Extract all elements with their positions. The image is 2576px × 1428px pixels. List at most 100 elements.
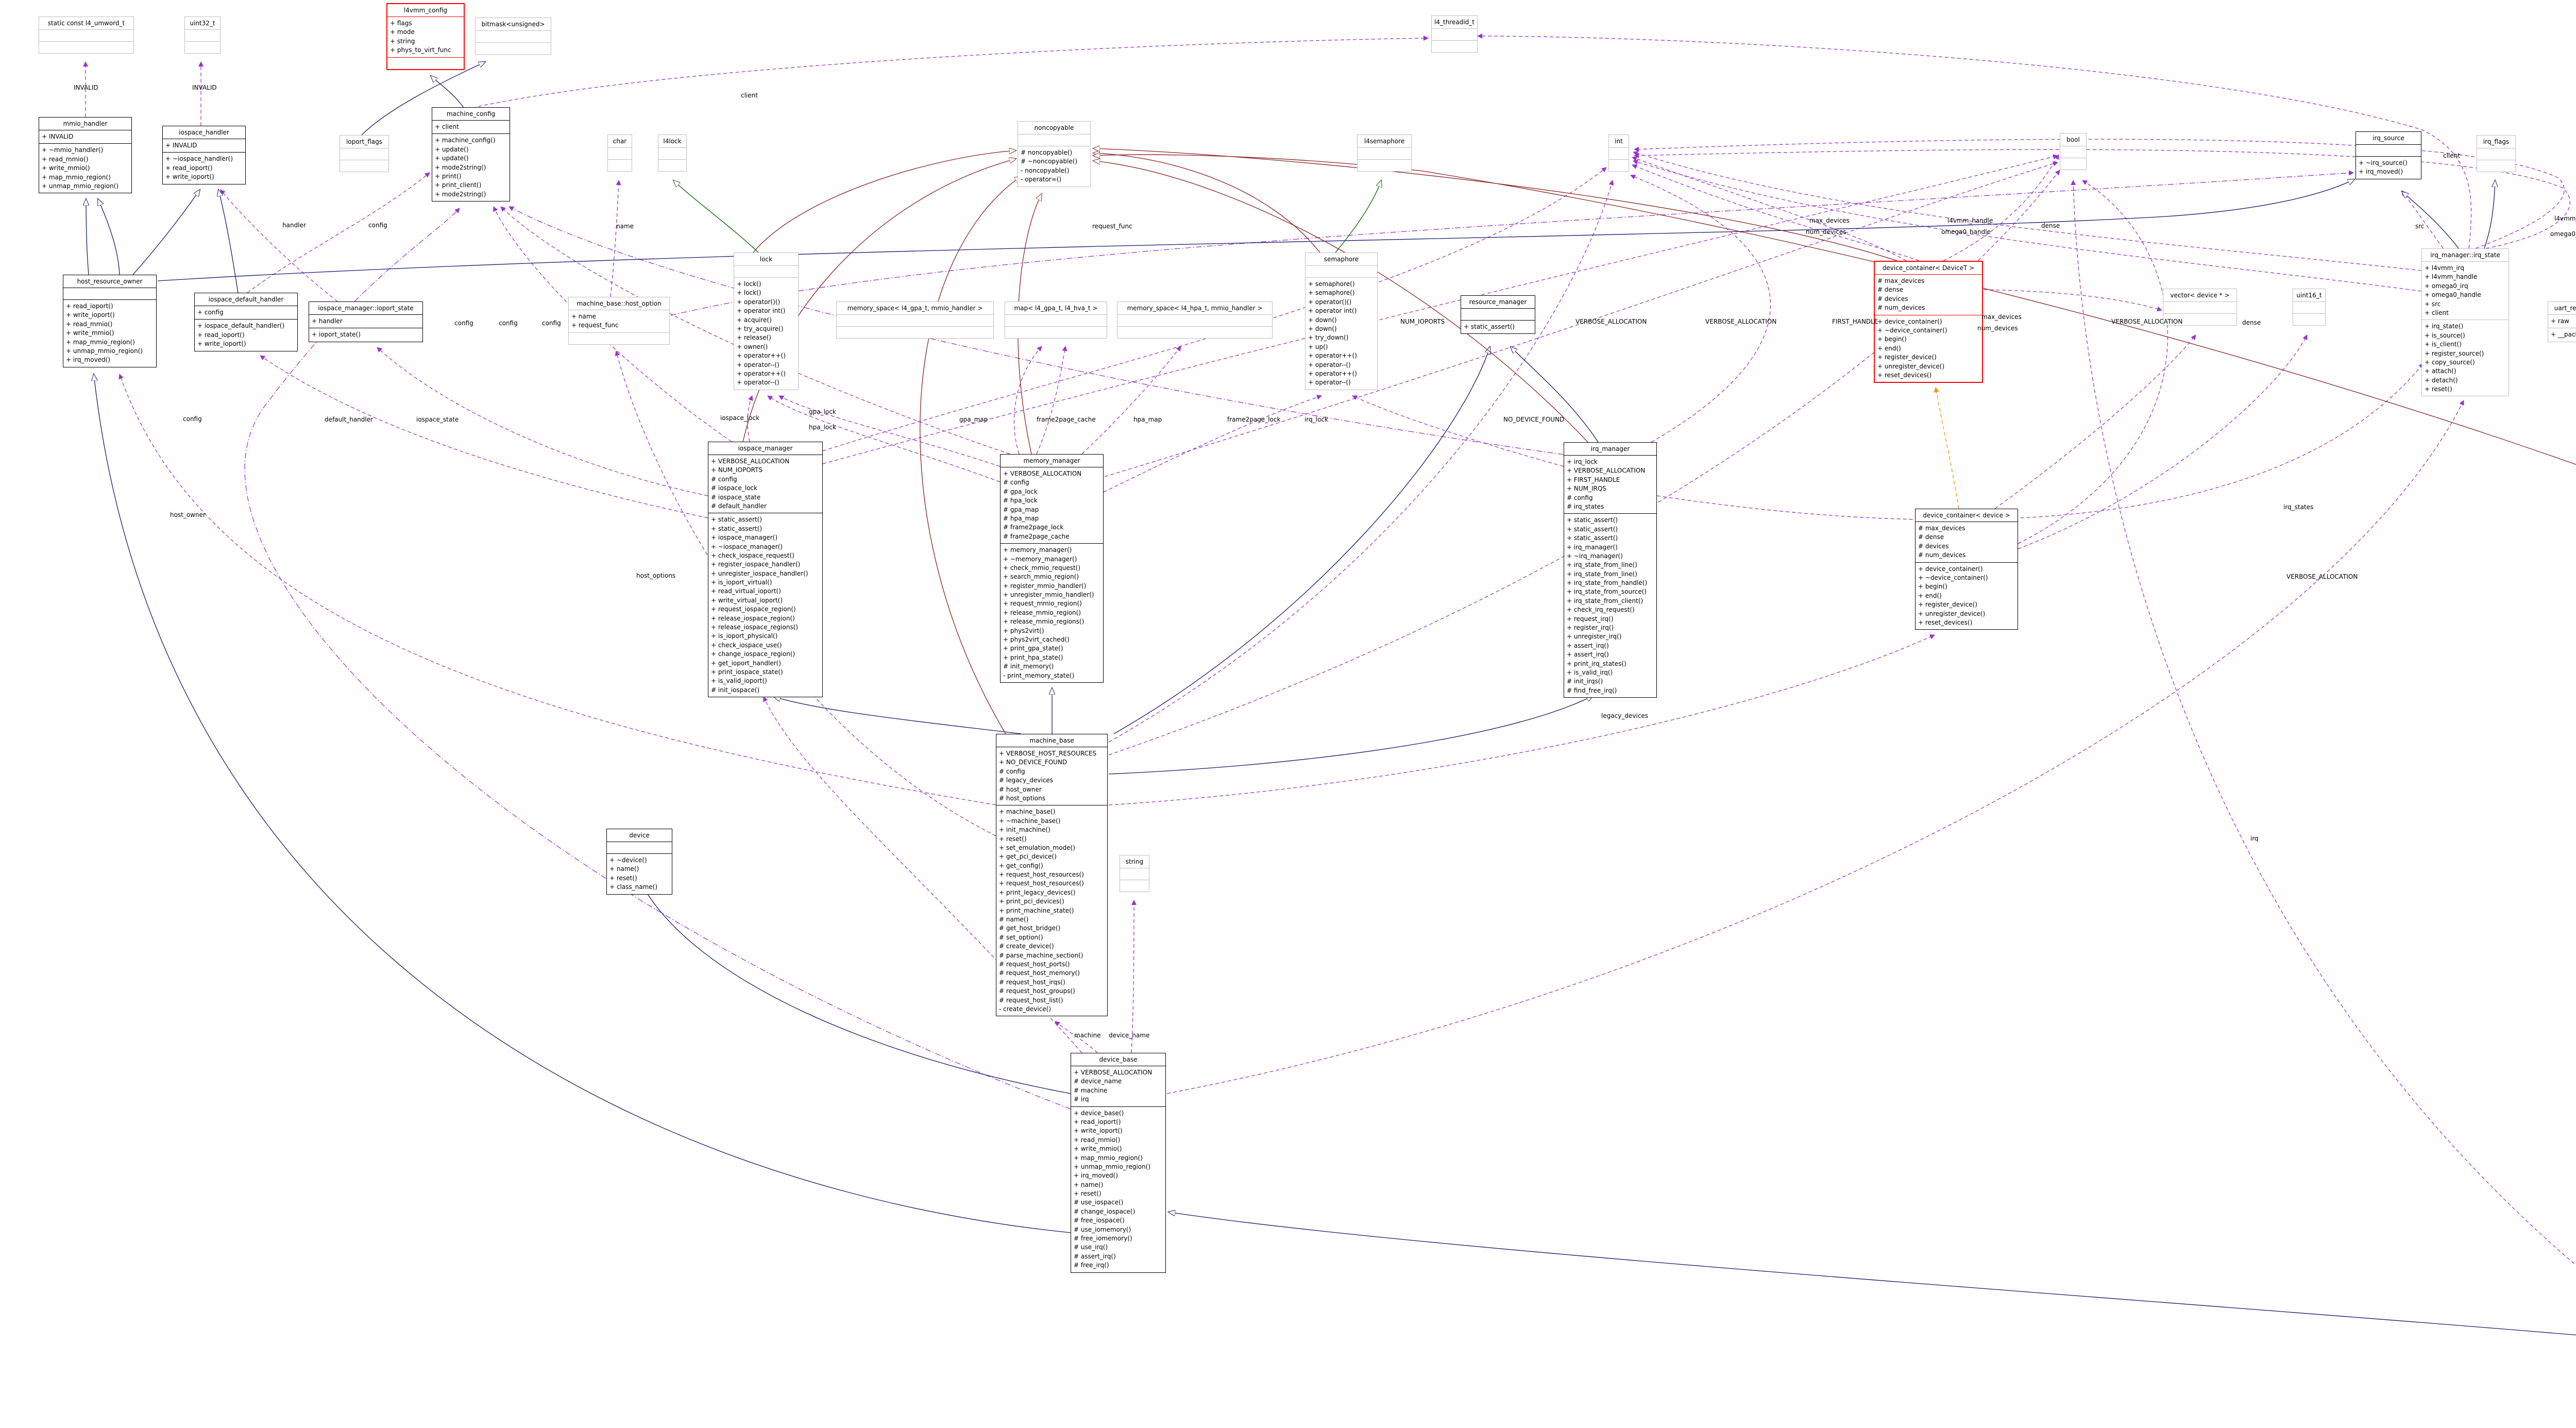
edge-label: l4vmm_irq — [2554, 215, 2576, 222]
class-memory-space-hpa[interactable]: memory_space< l4_hpa_t, mmio_handler > — [1117, 301, 1273, 339]
member-row: + search_mmio_region() — [1003, 573, 1079, 581]
member-row: + release_mmio_region() — [1003, 609, 1081, 616]
member-row: + is_ioport_virtual() — [711, 579, 772, 586]
class-lock[interactable]: lock+ lock()+ lock()+ operator()()+ oper… — [734, 253, 799, 390]
member-row: + operator--() — [737, 361, 779, 368]
member-row: + reset_devices() — [1918, 618, 1973, 626]
class-machine-base-host-option[interactable]: machine_base::host_option+ name+ request… — [568, 297, 670, 345]
member-row: + name — [571, 313, 596, 320]
edge — [1108, 170, 2060, 755]
class-semaphore[interactable]: semaphore+ semaphore()+ semaphore()+ ope… — [1305, 253, 1378, 390]
class-memory-manager[interactable]: memory_manager+ VERBOSE_ALLOCATION# conf… — [1000, 454, 1104, 683]
edge — [118, 374, 996, 805]
member-row: + static_assert() — [1567, 516, 1618, 524]
member-row: + write_mmio() — [42, 164, 90, 172]
member-row: + static_assert() — [711, 525, 762, 532]
member-row: + read_ioport() — [66, 303, 113, 310]
attributes-compartment — [2060, 146, 2086, 158]
attributes-compartment — [1005, 314, 1107, 326]
class-l4-threadid-t[interactable]: l4_threadid_t — [1431, 15, 1478, 53]
class-title: semaphore — [1324, 256, 1359, 263]
methods-compartment — [1432, 40, 1477, 52]
member-row: + operator++() — [737, 369, 786, 377]
class-uint16-t[interactable]: uint16_t — [2293, 289, 2326, 326]
member-row: + update() — [435, 145, 469, 153]
class-device-container-device[interactable]: device_container< device ># max_devices#… — [1915, 509, 2018, 630]
member-row: + check_irq_request() — [1567, 606, 1635, 614]
class-iospace-manager-ioport-state[interactable]: iospace_manager::ioport_state+ handler+ … — [309, 301, 423, 342]
methods-compartment — [658, 159, 686, 171]
class-machine-base[interactable]: machine_base+ VERBOSE_HOST_RESOURCES+ NO… — [996, 734, 1108, 1017]
class-map-gpa-hva[interactable]: map< l4_gpa_t, l4_hva_t > — [1005, 301, 1107, 339]
member-row: + operator int() — [737, 307, 786, 315]
class-device[interactable]: device+ ~device()+ name()+ reset()+ clas… — [606, 829, 672, 895]
class-device-container-devicet[interactable]: device_container< DeviceT ># max_devices… — [1874, 261, 1983, 383]
class-iospace-handler[interactable]: iospace_handler+ INVALID+ ~iospace_handl… — [162, 126, 246, 184]
edge — [1108, 180, 1614, 743]
class-static-const-l4-umword-t[interactable]: static const l4_umword_t — [39, 16, 134, 54]
class-machine-config[interactable]: machine_config+ client+ machine_config()… — [432, 107, 510, 202]
edge — [157, 179, 2354, 281]
class-noncopyable[interactable]: noncopyable# noncopyable()# ~noncopyable… — [1018, 121, 1091, 187]
member-row: # max_devices — [1918, 525, 1965, 532]
edge-label: iospace_state — [416, 416, 459, 423]
class-bitmask-unsigned[interactable]: bitmask<unsigned> — [475, 18, 551, 55]
member-row: + read_ioport() — [1074, 1118, 1121, 1125]
edge — [1634, 149, 2570, 249]
class-l4semaphore[interactable]: l4semaphore — [1357, 135, 1412, 172]
methods-compartment: + machine_base()+ ~machine_base()+ init_… — [996, 805, 1107, 1016]
class-iospace-default-handler[interactable]: iospace_default_handler+ config+ iospace… — [194, 293, 298, 351]
class-title: mmio_handler — [63, 120, 108, 127]
class-device-base[interactable]: device_base+ VERBOSE_ALLOCATION# device_… — [1071, 1053, 1166, 1273]
member-row: # hpa_lock — [1003, 497, 1038, 505]
attributes-compartment — [1432, 28, 1477, 40]
member-row: + acquire() — [737, 316, 772, 324]
class-irq-flags[interactable]: irq_flags — [2477, 135, 2516, 172]
attributes-compartment — [63, 288, 156, 299]
class-resource-manager[interactable]: resource_manager+ static_assert() — [1461, 295, 1535, 334]
class-uint32-t[interactable]: uint32_t — [184, 16, 221, 54]
member-row: + down() — [1308, 316, 1337, 324]
member-row: # request_host_irqs() — [999, 978, 1065, 986]
class-irq-manager[interactable]: irq_manager+ irq_lock+ VERBOSE_ALLOCATIO… — [1564, 442, 1657, 698]
edge-label: config — [499, 320, 518, 327]
class-uart-registers-mcr[interactable]: uart_registers::mcr+ raw+ __packed() — [2548, 301, 2576, 342]
member-row: + reset() — [1074, 1190, 1101, 1198]
methods-compartment: + irq_state()+ is_source()+ is_client()+… — [2422, 320, 2509, 396]
class-irq-source[interactable]: irq_source+ ~irq_source()+ irq_moved() — [2355, 131, 2421, 179]
class-memory-space-gpa[interactable]: memory_space< l4_gpa_t, mmio_handler > — [836, 301, 994, 339]
member-row: + print_pci_devices() — [999, 898, 1064, 905]
class-title: memory_space< l4_hpa_t, mmio_handler > — [1127, 305, 1263, 312]
class-mmio-handler[interactable]: mmio_handler+ INVALID+ ~mmio_handler()+ … — [39, 117, 132, 194]
edge-label: INVALID — [74, 84, 98, 91]
attributes-compartment: + VERBOSE_HOST_RESOURCES+ NO_DEVICE_FOUN… — [996, 747, 1107, 805]
member-row: + request_mmio_region() — [1003, 600, 1082, 608]
class-irq-manager-irq-state[interactable]: irq_manager::irq_state+ l4vmm_irq+ l4vmm… — [2421, 248, 2509, 397]
class-bool[interactable]: bool — [2060, 133, 2087, 170]
class-string[interactable]: string — [1120, 855, 1149, 892]
member-row: + VERBOSE_HOST_RESOURCES — [999, 750, 1097, 757]
member-row: + map_mmio_region() — [66, 338, 135, 346]
member-row: + print_client() — [435, 181, 482, 189]
member-row: + config — [197, 309, 224, 316]
class-ioport-flags[interactable]: ioport_flags — [340, 135, 389, 172]
edge — [1632, 164, 1920, 261]
class-iospace-manager[interactable]: iospace_manager+ VERBOSE_ALLOCATION+ NUM… — [708, 442, 823, 698]
methods-compartment: + ioport_state() — [309, 328, 422, 341]
class-char[interactable]: char — [607, 135, 632, 172]
member-row: # legacy_devices — [999, 777, 1053, 784]
edge — [610, 180, 621, 297]
attributes-compartment: + INVALID — [163, 139, 245, 152]
class-int[interactable]: int — [1608, 135, 1629, 172]
member-row: + VERBOSE_ALLOCATION — [1567, 467, 1646, 475]
member-row: + request_irq() — [1567, 615, 1614, 623]
member-row: + ~memory_manager() — [1003, 555, 1077, 563]
edge — [774, 697, 1022, 734]
class-title: l4vmm_config — [403, 7, 448, 14]
class-host-resource-owner[interactable]: host_resource_owner+ read_ioport()+ writ… — [63, 275, 157, 367]
methods-compartment — [2477, 160, 2515, 172]
edge — [778, 395, 1001, 467]
class-l4lock[interactable]: l4lock — [658, 135, 687, 172]
class-l4vmm-config[interactable]: l4vmm_config+ flags+ mode+ string+ phys_… — [386, 3, 465, 70]
class-vector-device[interactable]: vector< device * > — [2163, 289, 2237, 326]
